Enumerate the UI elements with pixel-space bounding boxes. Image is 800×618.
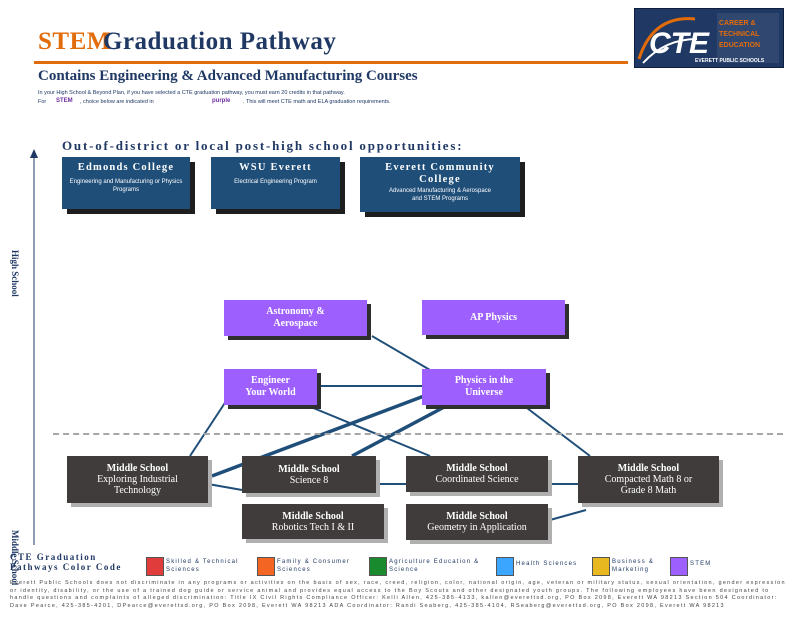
opportunity-everett-community-college: Everett Community College Advanced Manuf…: [360, 157, 520, 212]
course-level: Middle School: [617, 463, 680, 474]
course-engineer-your-world: Engineer Your World: [224, 369, 317, 405]
course-label: AP Physics: [470, 311, 517, 323]
axis-arrowhead: [30, 149, 38, 158]
note-line-2-color: purple: [212, 98, 231, 104]
course-label: Coordinated Science: [435, 474, 519, 485]
non-discrimination-footer: Everett Public Schools does not discrimi…: [10, 580, 786, 609]
course-label: Physics in the Universe: [454, 375, 514, 398]
opportunity-title: WSU Everett: [239, 162, 312, 173]
line-geometry-math: [549, 509, 587, 521]
legend-swatch-family-consumer: [257, 557, 275, 576]
course-label: Exploring Industrial Technology: [97, 474, 178, 496]
course-level: Middle School: [282, 510, 344, 522]
page-subtitle: Contains Engineering & Advanced Manufact…: [38, 68, 418, 84]
course-label: Engineer Your World: [245, 375, 296, 398]
note-line-1: In your High School & Beyond Plan, if yo…: [38, 90, 345, 96]
legend-swatch-health: [496, 557, 514, 576]
line-astronomy-physics: [371, 335, 431, 371]
svg-text:EVERETT PUBLIC SCHOOLS: EVERETT PUBLIC SCHOOLS: [695, 58, 765, 64]
course-robotics-tech: Middle School Robotics Tech I & II: [242, 504, 384, 539]
opportunity-title: Everett Community College: [385, 162, 495, 185]
legend-label-agriculture: Agriculture Education & Science: [389, 559, 480, 573]
post-high-school-heading: Out-of-district or local post-high schoo…: [62, 138, 464, 153]
legend-title-line-1: CTE Graduation: [10, 552, 97, 562]
line-engineer-coordinated: [305, 404, 431, 457]
legend-label-family-consumer: Family & Consumer Sciences: [277, 559, 351, 573]
legend-swatch-agriculture: [369, 557, 387, 576]
svg-text:TECHNICAL: TECHNICAL: [719, 31, 760, 38]
opportunity-detail: Engineering and Manufacturing or Physics…: [69, 179, 183, 193]
course-label: Geometry in Application: [427, 522, 527, 533]
line-physics-math: [522, 404, 591, 457]
line-science8-physics: [351, 403, 449, 458]
course-astronomy-aerospace: Astronomy & Aerospace: [224, 300, 367, 336]
course-level: Middle School: [446, 463, 508, 474]
opportunity-detail: Advanced Manufacturing & Aerospace and S…: [388, 188, 492, 202]
note-line-2-prefix: For: [38, 99, 47, 105]
course-geometry-in-application: Middle School Geometry in Application: [406, 504, 548, 540]
svg-text:CAREER &: CAREER &: [719, 20, 756, 27]
course-label: Science 8: [289, 474, 329, 486]
note-line-2-suffix: . This will meet CTE math and ELA gradua…: [243, 99, 391, 105]
course-label: Robotics Tech I & II: [271, 521, 355, 533]
course-level: Middle School: [278, 463, 340, 475]
course-label: Compacted Math 8 or Grade 8 Math: [604, 474, 693, 496]
note-line-2-pathway: STEM: [56, 98, 73, 104]
legend-swatch-business: [592, 557, 610, 576]
page-title: Graduation Pathway: [103, 28, 337, 55]
course-science-8: Middle School Science 8: [242, 456, 376, 493]
course-ap-physics: AP Physics: [422, 300, 565, 335]
legend-label-stem: STEM: [690, 561, 712, 567]
cte-logo-graphic: CTE CAREER & TECHNICAL EDUCATION EVERETT…: [635, 9, 783, 67]
title-underline: [34, 61, 628, 64]
course-level: Middle School: [446, 511, 508, 522]
axis-label-high-school: High School: [10, 250, 20, 297]
opportunity-detail: Electrical Engineering Program: [234, 179, 317, 185]
school-level-divider: [53, 433, 783, 435]
course-coordinated-science: Middle School Coordinated Science: [406, 456, 548, 492]
legend-label-skilled-technical: Skilled & Technical Sciences: [166, 559, 239, 573]
legend-swatch-stem: [670, 557, 688, 576]
cte-logo: CTE CAREER & TECHNICAL EDUCATION EVERETT…: [634, 8, 784, 68]
opportunity-wsu-everett: WSU Everett Electrical Engineering Progr…: [211, 157, 340, 209]
legend-swatch-skilled-technical: [146, 557, 164, 576]
course-level: Middle School: [106, 463, 169, 474]
course-physics-in-the-universe: Physics in the Universe: [422, 369, 546, 405]
course-compacted-math-8: Middle School Compacted Math 8 or Grade …: [578, 456, 719, 503]
opportunity-title: Edmonds College: [77, 162, 175, 173]
line-exploring-robotics: [207, 483, 243, 491]
svg-text:EDUCATION: EDUCATION: [719, 42, 760, 49]
legend-label-business: Business & Marketing: [612, 559, 655, 573]
course-exploring-industrial-technology: Middle School Exploring Industrial Techn…: [67, 456, 208, 503]
legend-title-line-2: Pathways Color Code: [10, 562, 122, 572]
page-title-stem: STEM: [38, 28, 111, 55]
opportunity-edmonds-college: Edmonds College Engineering and Manufact…: [62, 157, 190, 209]
svg-text:CTE: CTE: [649, 27, 710, 60]
course-label: Astronomy & Aerospace: [266, 306, 325, 329]
note-line-2-middle: , choice below are indicated in: [80, 99, 154, 105]
legend-label-health: Health Sciences: [516, 561, 578, 567]
